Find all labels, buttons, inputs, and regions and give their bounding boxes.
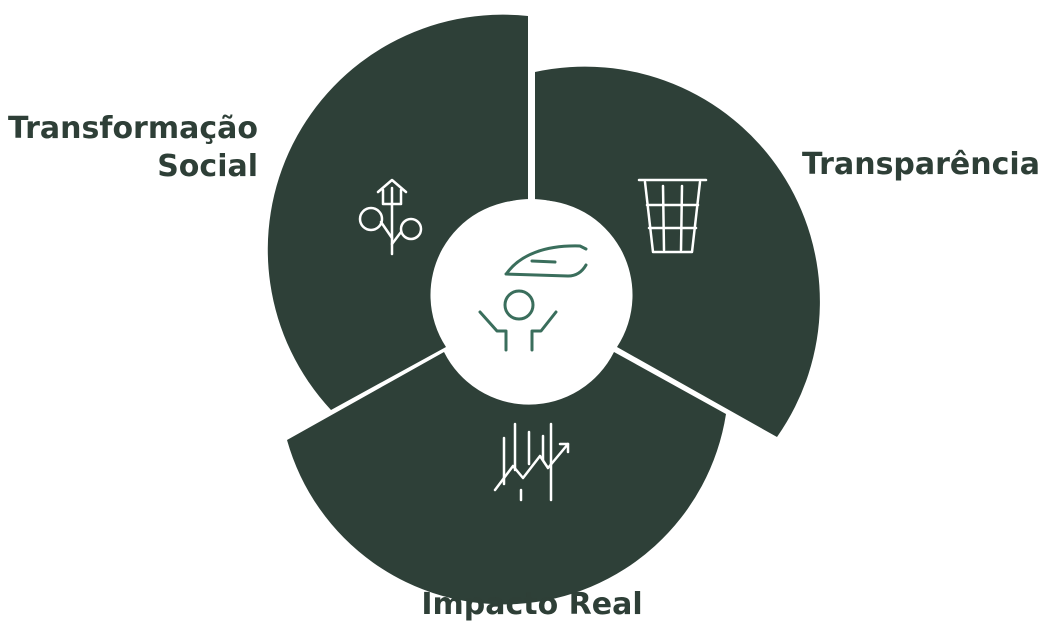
segment-transformacao-social — [267, 14, 528, 410]
label-transformacao-line1: Transformação — [7, 111, 258, 146]
label-transparencia: Transparência — [802, 147, 1040, 182]
transparent-glass-icon — [637, 178, 708, 254]
label-transformacao-social: Transformação Social — [8, 110, 258, 186]
growth-chart-icon — [493, 422, 570, 502]
label-transformacao-line2: Social — [157, 149, 258, 184]
center-circle — [435, 199, 627, 391]
label-impacto-real: Impacto Real — [421, 587, 643, 622]
segment-impacto-real — [287, 352, 726, 605]
growing-plant-icon — [358, 178, 423, 256]
hand-over-person-icon — [478, 244, 588, 352]
